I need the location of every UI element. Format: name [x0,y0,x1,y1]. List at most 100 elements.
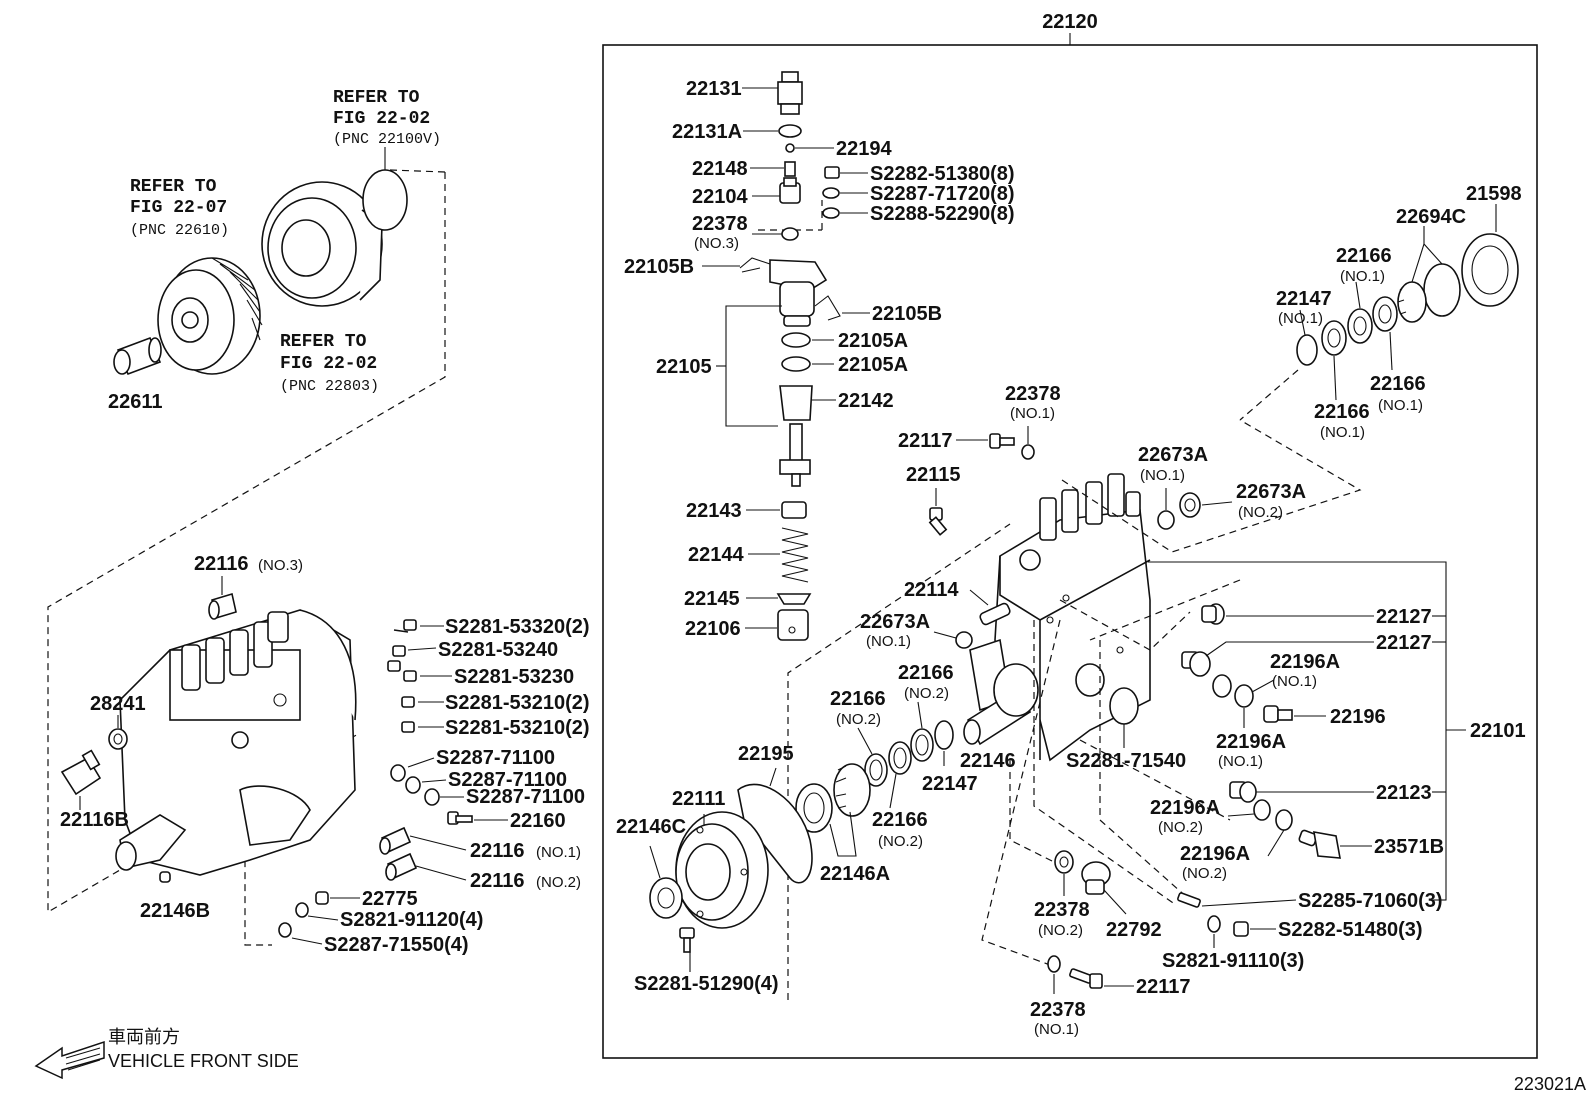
callout-S2287-71100-b[interactable]: S2287-71100 [448,769,567,791]
callout-22196A-no2-b[interactable]: 22196A [1180,843,1250,865]
callout-S2281-51290[interactable]: S2281-51290(4) [634,973,779,995]
callout-22105[interactable]: 22105 [656,356,712,378]
callout-22104[interactable]: 22104 [692,186,748,208]
callout-22127-a[interactable]: 22127 [1376,606,1432,628]
callout-22196A-no2-a[interactable]: 22196A [1150,797,1220,819]
callout-22673A-no1-b[interactable]: 22673A [1138,444,1208,466]
fitting-22127-b[interactable] [1181,651,1211,677]
callout-S2281-71540[interactable]: S2281-71540 [1066,750,1186,772]
callout-22195[interactable]: 22195 [738,743,794,765]
callout-22147-no1[interactable]: 22147 [1276,288,1332,310]
callout-22105B-left[interactable]: 22105B [624,256,694,278]
callout-22148[interactable]: 22148 [692,158,748,180]
callout-S2821-91110[interactable]: S2821-91110(3) [1162,950,1304,972]
callout-22673A-no2[interactable]: 22673A [1236,481,1306,503]
callout-S2288-52290[interactable]: S2288-52290(8) [870,203,1015,225]
plug-22116B[interactable] [60,749,102,796]
callout-22114[interactable]: 22114 [904,579,959,601]
coupling-22611[interactable] [113,336,162,376]
callout-22196A-no1-b[interactable]: 22196A [1216,731,1286,753]
callout-S2281-53240[interactable]: S2281-53240 [438,639,558,661]
plug-23571B[interactable] [1298,829,1341,859]
callout-22775[interactable]: 22775 [362,888,418,910]
callout-28241[interactable]: 28241 [90,693,146,715]
callout-22143[interactable]: 22143 [686,500,742,522]
callout-S2287-71100-a[interactable]: S2287-71100 [436,747,555,769]
callout-22101[interactable]: 22101 [1470,720,1526,742]
callout-S2281-53210-a[interactable]: S2281-53210(2) [445,692,590,714]
callout-22142[interactable]: 22142 [838,390,894,412]
callout-22111[interactable]: 22111 [672,788,725,810]
assembly-label-22120[interactable]: 22120 [1042,11,1098,33]
callout-S2282-51380[interactable]: S2282-51380(8) [870,163,1015,185]
callout-21598[interactable]: 21598 [1466,183,1522,205]
callout-22146A[interactable]: 22146A [820,863,890,885]
callout-22166-no2-a[interactable]: 22166 [898,662,954,684]
callout-22611[interactable]: 22611 [108,391,163,413]
callout-22146C[interactable]: 22146C [616,816,686,838]
callout-22166-no1-c[interactable]: 22166 [1314,401,1370,423]
callout-S2287-71550[interactable]: S2287-71550(4) [324,934,469,956]
callout-22146[interactable]: 22146 [960,750,1016,772]
callout-22131[interactable]: 22131 [686,78,742,100]
plug-22792[interactable] [1081,861,1111,895]
callout-22127-b[interactable]: 22127 [1376,632,1432,654]
callout-22105B-right[interactable]: 22105B [872,303,942,325]
bearing-22146A[interactable] [795,763,871,833]
callout-22116-no1[interactable]: 22116 [470,840,525,862]
callout-22106[interactable]: 22106 [685,618,741,640]
flange-22111[interactable] [675,811,769,929]
callout-22160[interactable]: 22160 [510,810,566,832]
callout-23571B[interactable]: 23571B [1374,836,1444,858]
callout-22792[interactable]: 22792 [1106,919,1162,941]
callout-22378-no1-bottom[interactable]: 22378 [1030,999,1086,1021]
callout-22115[interactable]: 22115 [906,464,961,486]
callout-S2282-51480[interactable]: S2282-51480(3) [1278,919,1423,941]
callout-22166-no1-b[interactable]: 22166 [1370,373,1426,395]
bolt-S2281-51290[interactable] [679,927,695,953]
callout-22166-no2-b[interactable]: 22166 [872,809,928,831]
plunger-element[interactable] [779,423,811,487]
callout-22196[interactable]: 22196 [1330,706,1386,728]
bolt-22115[interactable] [928,507,948,536]
callout-22166-no2-c[interactable]: 22166 [830,688,886,710]
stud-S2285-71060[interactable] [1177,892,1201,908]
callout-S2281-53210-b[interactable]: S2281-53210(2) [445,717,590,739]
callout-22116-no2[interactable]: 22116 [470,870,525,892]
bolt-22117-bottom[interactable] [1069,968,1103,989]
callout-S2287-71100-c[interactable]: S2287-71100 [466,786,585,808]
fitting-22127-a[interactable] [1201,603,1225,625]
bolt-22196[interactable] [1263,705,1293,723]
callout-S2281-53230[interactable]: S2281-53230 [454,666,574,688]
callout-22673A-no1-a[interactable]: 22673A [860,611,930,633]
camshaft-22146[interactable] [963,663,1039,746]
drive-gear-22610[interactable] [157,257,263,375]
callout-22123[interactable]: 22123 [1376,782,1432,804]
oring-22100V[interactable] [362,169,408,231]
callout-S2287-71720[interactable]: S2287-71720(8) [870,183,1015,205]
callout-22105A-a[interactable]: 22105A [838,330,908,352]
callout-22145[interactable]: 22145 [684,588,740,610]
housing-22803[interactable] [261,181,383,307]
callout-22146B[interactable]: 22146B [140,900,210,922]
spring-22144[interactable] [781,527,809,583]
callout-22194[interactable]: 22194 [836,138,892,160]
callout-22131A[interactable]: 22131A [672,121,742,143]
callout-22116B[interactable]: 22116B [60,809,129,831]
callout-S2281-53320[interactable]: S2281-53320(2) [445,616,590,638]
callout-22378-no1-top[interactable]: 22378 [1005,383,1061,405]
fitting-22123[interactable] [1229,781,1257,803]
callout-22147[interactable]: 22147 [922,773,978,795]
union-22131[interactable] [777,71,803,115]
bolt-22160[interactable] [447,811,473,825]
callout-22378-no2[interactable]: 22378 [1034,899,1090,921]
callout-22117-top[interactable]: 22117 [898,430,953,452]
callout-22694C[interactable]: 22694C [1396,206,1466,228]
callout-22105A-b[interactable]: 22105A [838,354,908,376]
bolt-22117-top[interactable] [989,433,1015,449]
callout-22378-no3[interactable]: 22378 [692,213,748,235]
callout-22166-no1-a[interactable]: 22166 [1336,245,1392,267]
callout-22196A-no1-a[interactable]: 22196A [1270,651,1340,673]
callout-22116-no3[interactable]: 22116 [194,553,249,575]
callout-22117-bottom[interactable]: 22117 [1136,976,1191,998]
